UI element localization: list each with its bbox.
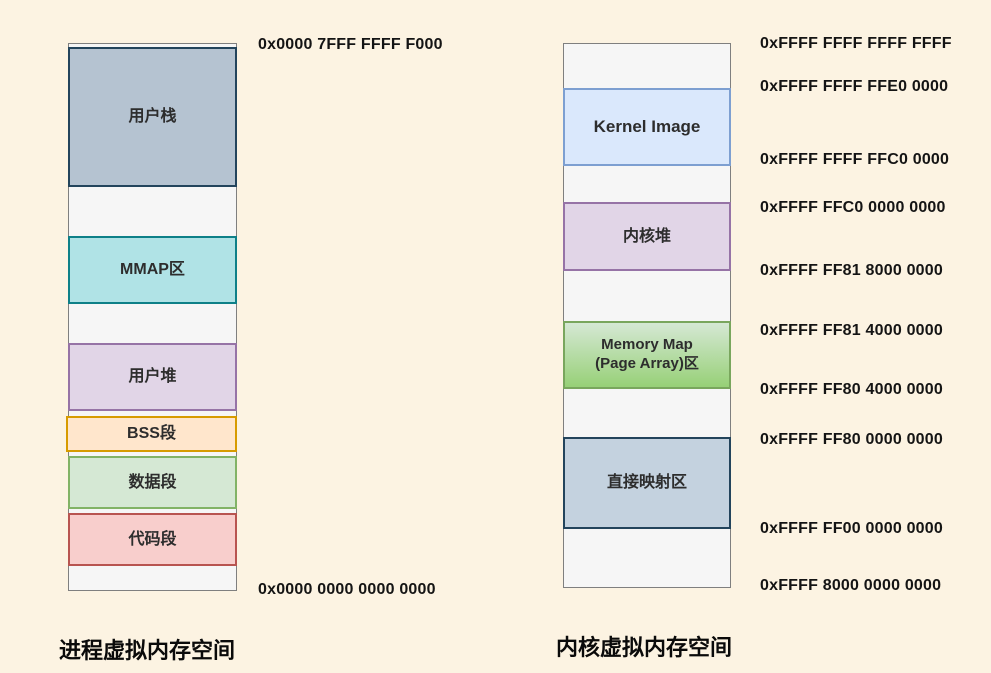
kernel-address-ff80-0000: 0xFFFF FF80 0000 0000	[760, 431, 943, 448]
process-space-title: 进程虚拟内存空间	[59, 638, 236, 663]
kernel-address-ff00: 0xFFFF FF00 0000 0000	[760, 520, 943, 537]
kernel-address-ff81-4000: 0xFFFF FF81 4000 0000	[760, 322, 943, 339]
block-kernel-image: Kernel Image	[563, 88, 731, 166]
block-mmap-region: MMAP区	[68, 236, 237, 304]
block-code-segment: 代码段	[68, 513, 237, 566]
block-memory-map-page-array: Memory Map (Page Array)区	[563, 321, 731, 389]
process-bottom-address: 0x0000 0000 0000 0000	[258, 581, 436, 598]
block-data-segment: 数据段	[68, 456, 237, 509]
kernel-address-ffe0: 0xFFFF FFFF FFE0 0000	[760, 78, 949, 95]
block-user-stack-label: 用户栈	[128, 108, 177, 125]
block-direct-mapping-region: 直接映射区	[563, 437, 731, 529]
kernel-address-bottom: 0xFFFF 8000 0000 0000	[760, 577, 942, 594]
process-top-address: 0x0000 7FFF FFFF F000	[258, 36, 443, 53]
block-user-stack: 用户栈	[68, 47, 237, 187]
block-code-segment-label: 代码段	[128, 530, 177, 548]
kernel-address-top: 0xFFFF FFFF FFFF FFFF	[760, 35, 952, 52]
block-user-heap-label: 用户堆	[128, 368, 177, 385]
block-direct-mapping-label: 直接映射区	[606, 474, 687, 491]
kernel-address-ff80-4000: 0xFFFF FF80 4000 0000	[760, 381, 943, 398]
block-data-segment-label: 数据段	[128, 473, 177, 491]
kernel-address-ff81-8000: 0xFFFF FF81 8000 0000	[760, 262, 943, 279]
kernel-space-title: 内核虚拟内存空间	[556, 635, 733, 660]
block-kernel-heap: 内核堆	[563, 202, 731, 271]
block-bss-segment-label: BSS段	[127, 425, 176, 442]
block-memory-map-label-line2: (Page Array)区	[595, 355, 699, 372]
kernel-address-ffc0-0000: 0xFFFF FFFF FFC0 0000	[760, 151, 950, 168]
block-kernel-heap-label: 内核堆	[622, 227, 671, 245]
kernel-address-ffc0-0000-0000: 0xFFFF FFC0 0000 0000	[760, 199, 946, 216]
block-memory-map-label-line1: Memory Map	[601, 336, 693, 354]
block-bss-segment: BSS段	[66, 416, 237, 452]
block-mmap-region-label: MMAP区	[120, 261, 185, 278]
block-user-heap: 用户堆	[68, 343, 237, 411]
block-kernel-image-label: Kernel Image	[593, 117, 701, 137]
